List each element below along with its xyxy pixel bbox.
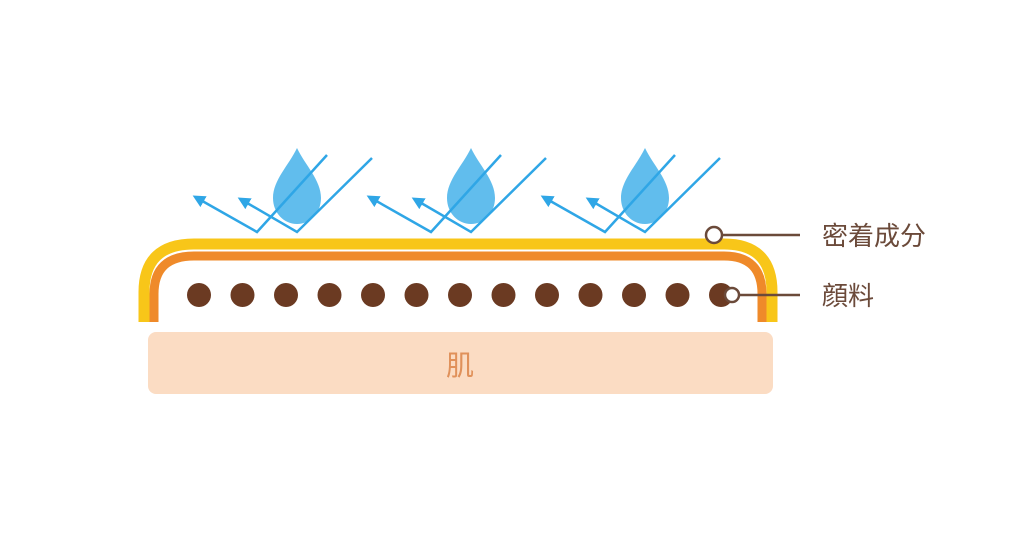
pigment-particle <box>535 283 559 307</box>
skin-label: 肌 <box>446 349 474 382</box>
pigment-particle <box>187 283 211 307</box>
water-drop-icon <box>273 148 321 224</box>
reflection-arrow-icon <box>411 157 547 234</box>
pigment-particle <box>491 283 516 307</box>
pigment-particle <box>274 283 298 307</box>
pigment-label: 顔料 <box>822 282 874 312</box>
reflection-arrow-icon <box>366 154 502 234</box>
reflection-arrow-icon <box>237 157 373 234</box>
pigment-particle <box>361 283 385 307</box>
coating-label: 密着成分 <box>822 222 926 252</box>
reflection-arrow-icon <box>540 154 676 234</box>
pigment-row <box>187 283 733 307</box>
pigment-particle <box>622 283 646 307</box>
pigment-particle <box>317 283 342 307</box>
reflection-arrow-icon <box>585 157 721 234</box>
pigment-callout-marker <box>723 286 741 304</box>
water-repel-group <box>192 148 721 234</box>
pigment-particle <box>230 283 255 307</box>
water-drop-icon <box>447 148 495 224</box>
outer-coating-layer <box>138 238 778 322</box>
coating-callout-marker <box>704 225 724 245</box>
pigment-particle <box>578 283 603 307</box>
pigment-particle <box>448 283 472 307</box>
pigment-particle <box>404 283 429 307</box>
water-drop-icon <box>621 148 669 224</box>
pigment-particle <box>665 283 690 307</box>
inner-coating-layer <box>149 251 767 322</box>
skin-layer <box>148 332 773 394</box>
reflection-arrow-icon <box>192 154 328 234</box>
